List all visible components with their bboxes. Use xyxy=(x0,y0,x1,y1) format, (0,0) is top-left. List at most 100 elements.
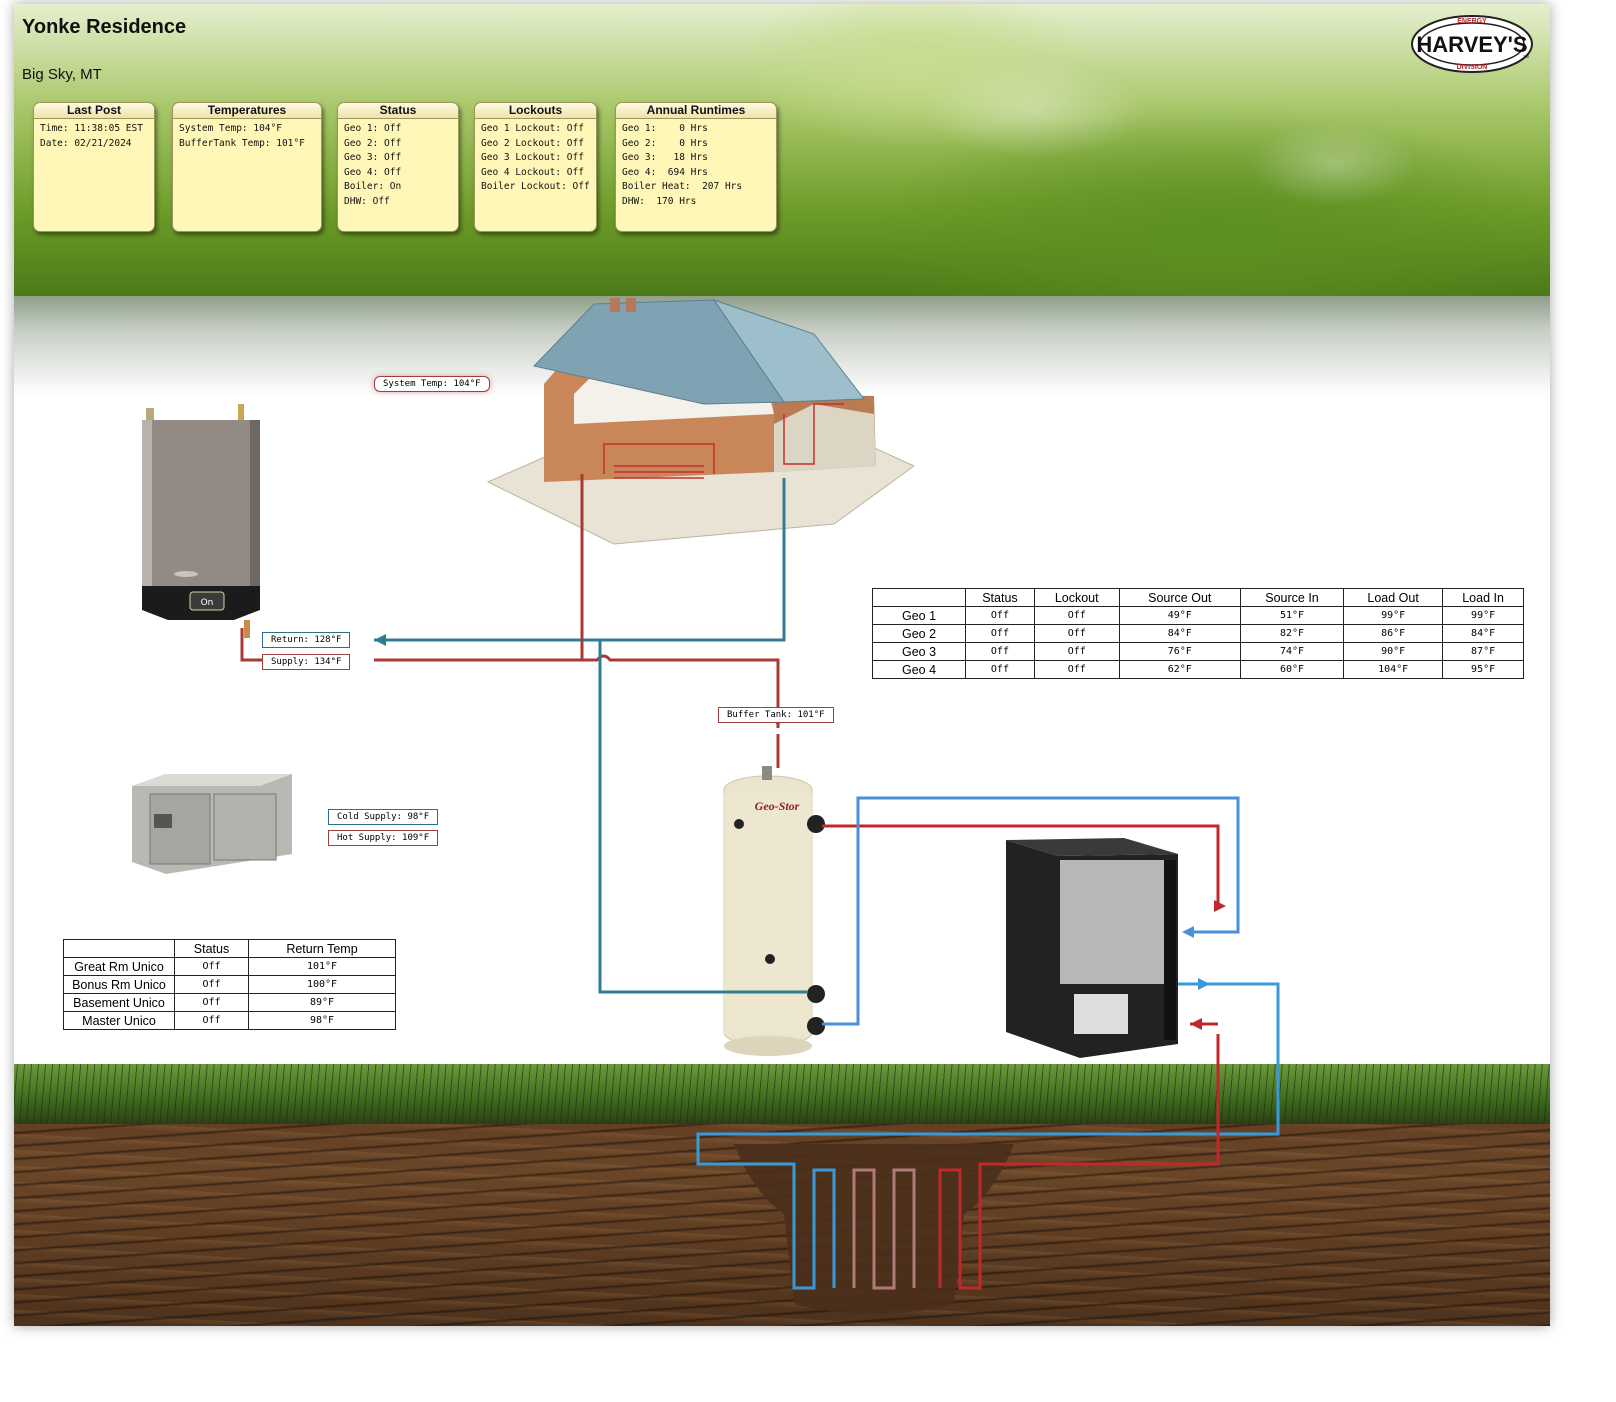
boiler-state-label: On xyxy=(201,598,214,608)
cold-supply-tag: Cold Supply: 98°F xyxy=(328,809,439,825)
panel-line: BufferTank Temp: 101°F xyxy=(179,137,305,149)
table-cell: 74°F xyxy=(1239,642,1345,661)
table-cell: Off xyxy=(965,660,1035,679)
ground-loop-piping xyxy=(696,978,1280,1290)
table-header: Return Temp xyxy=(248,939,396,958)
panel-title: Annual Runtimes xyxy=(616,103,776,119)
boiler-unit xyxy=(142,404,260,638)
panel-annual-runtimes: Annual Runtimes Geo 1: 0 Hrs Geo 2: 0 Hr… xyxy=(615,102,777,232)
harveys-logo: ENERGY HARVEY'S DIVISION TM xyxy=(1411,15,1533,73)
table-cell: 76°F xyxy=(1118,642,1241,661)
hot-supply-tag: Hot Supply: 109°F xyxy=(328,830,439,846)
table-cell: 49°F xyxy=(1118,606,1241,625)
row-label: Master Unico xyxy=(63,1011,175,1030)
row-label: Geo 1 xyxy=(872,606,966,625)
table-cell: 60°F xyxy=(1239,660,1345,679)
table-cell: Off xyxy=(965,624,1035,643)
table-cell: 87°F xyxy=(1442,642,1524,661)
table-cell: 99°F xyxy=(1343,606,1444,625)
table-cell: Off xyxy=(173,957,250,976)
system-temp-tag: System Temp: 104°F xyxy=(374,376,490,392)
row-label: Geo 2 xyxy=(872,624,966,643)
table-cell: 82°F xyxy=(1239,624,1345,643)
table-cell: Off xyxy=(173,975,250,994)
table-cell: Off xyxy=(173,1011,250,1030)
table-header: Status xyxy=(173,939,250,958)
house-illustration xyxy=(486,298,915,545)
table-cell: 62°F xyxy=(1118,660,1241,679)
table-cell: Off xyxy=(1033,642,1120,661)
panel-temperatures: Temperatures System Temp: 104°F BufferTa… xyxy=(172,102,322,232)
panel-line: Geo 2: Off xyxy=(344,137,402,149)
table-cell: Off xyxy=(965,642,1035,661)
panel-line: Date: 02/21/2024 xyxy=(40,137,132,149)
panel-line: Boiler Heat: 207 Hrs xyxy=(622,181,743,192)
table-cell: 90°F xyxy=(1343,642,1444,661)
table-row: Geo 2 Off Off 84°F 82°F 86°F 84°F xyxy=(872,624,1524,643)
table-cell: 98°F xyxy=(248,1011,396,1030)
page-location: Big Sky, MT xyxy=(22,66,102,83)
table-cell: 100°F xyxy=(248,975,396,994)
table-row: Geo 3 Off Off 76°F 74°F 90°F 87°F xyxy=(872,642,1524,661)
table-cell: Off xyxy=(1033,606,1120,625)
table-cell: 101°F xyxy=(248,957,396,976)
table-header: Load In xyxy=(1442,588,1524,607)
row-label: Geo 3 xyxy=(872,642,966,661)
panel-line: Time: 11:38:05 EST xyxy=(40,123,143,134)
panel-line: Geo 3: 18 Hrs xyxy=(622,152,708,163)
table-cell: 51°F xyxy=(1239,606,1345,625)
table-cell: 99°F xyxy=(1442,606,1524,625)
table-row: Master Unico Off 98°F xyxy=(63,1011,396,1030)
heating-piping xyxy=(240,474,1240,1026)
table-header: Lockout xyxy=(1033,588,1120,607)
table-cell: Off xyxy=(1033,660,1120,679)
table-header xyxy=(872,588,966,607)
grass-strip xyxy=(14,1064,1550,1124)
table-row: Geo 1 Off Off 49°F 51°F 99°F 99°F xyxy=(872,606,1524,625)
tank-brand-label: Geo-Stor xyxy=(755,799,800,813)
dashboard-frame: Yonke Residence Big Sky, MT ENERGY HARVE… xyxy=(14,4,1550,1326)
table-cell: 86°F xyxy=(1343,624,1444,643)
system-schematic: On Geo-Stor xyxy=(132,298,1280,1314)
table-row: Great Rm Unico Off 101°F xyxy=(63,957,396,976)
panel-line: Geo 1: 0 Hrs xyxy=(622,123,708,134)
panel-title: Temperatures xyxy=(173,103,321,119)
unico-status-table: Status Return Temp Great Rm Unico Off 10… xyxy=(63,939,396,1030)
table-cell: 104°F xyxy=(1343,660,1444,679)
row-label: Great Rm Unico xyxy=(63,957,175,976)
panel-line: Boiler: On xyxy=(344,181,402,192)
panel-line: Geo 3 Lockout: Off xyxy=(481,152,584,163)
table-cell: 84°F xyxy=(1118,624,1241,643)
panel-line: System Temp: 104°F xyxy=(179,123,282,134)
unico-air-handler xyxy=(132,774,292,874)
row-label: Basement Unico xyxy=(63,993,175,1012)
buffer-tank xyxy=(723,766,825,1056)
table-header: Status xyxy=(965,588,1035,607)
table-header xyxy=(63,939,175,958)
row-label: Bonus Rm Unico xyxy=(63,975,175,994)
panel-title: Status xyxy=(338,103,458,119)
table-cell: Off xyxy=(173,993,250,1012)
logo-top-arc: ENERGY xyxy=(1457,18,1487,25)
logo-tm-mark: TM xyxy=(1523,54,1529,59)
panel-line: Geo 3: Off xyxy=(344,152,402,163)
table-row: Basement Unico Off 89°F xyxy=(63,993,396,1012)
panel-line: DHW: Off xyxy=(344,195,390,207)
logo-name: HARVEY'S xyxy=(1416,32,1527,57)
panel-status: Status Geo 1: Off Geo 2: Off Geo 3: Off … xyxy=(337,102,459,232)
panel-title: Lockouts xyxy=(475,103,596,119)
panel-line: Geo 2: 0 Hrs xyxy=(622,137,708,149)
table-header-row: Status Lockout Source Out Source In Load… xyxy=(872,588,1524,607)
panel-last-post: Last Post Time: 11:38:05 EST Date: 02/21… xyxy=(33,102,155,232)
panel-title: Last Post xyxy=(34,103,154,119)
table-cell: 89°F xyxy=(248,993,396,1012)
panel-line: Geo 1: Off xyxy=(344,123,402,134)
page-title: Yonke Residence xyxy=(22,16,187,38)
table-cell: 95°F xyxy=(1442,660,1524,679)
panel-line: Boiler Lockout: Off xyxy=(481,181,590,192)
panel-line: Geo 1 Lockout: Off xyxy=(481,123,584,134)
geo-status-table: Status Lockout Source Out Source In Load… xyxy=(872,588,1524,679)
table-cell: Off xyxy=(1033,624,1120,643)
return-temp-tag: Return: 128°F xyxy=(262,632,351,648)
table-header: Load Out xyxy=(1343,588,1444,607)
